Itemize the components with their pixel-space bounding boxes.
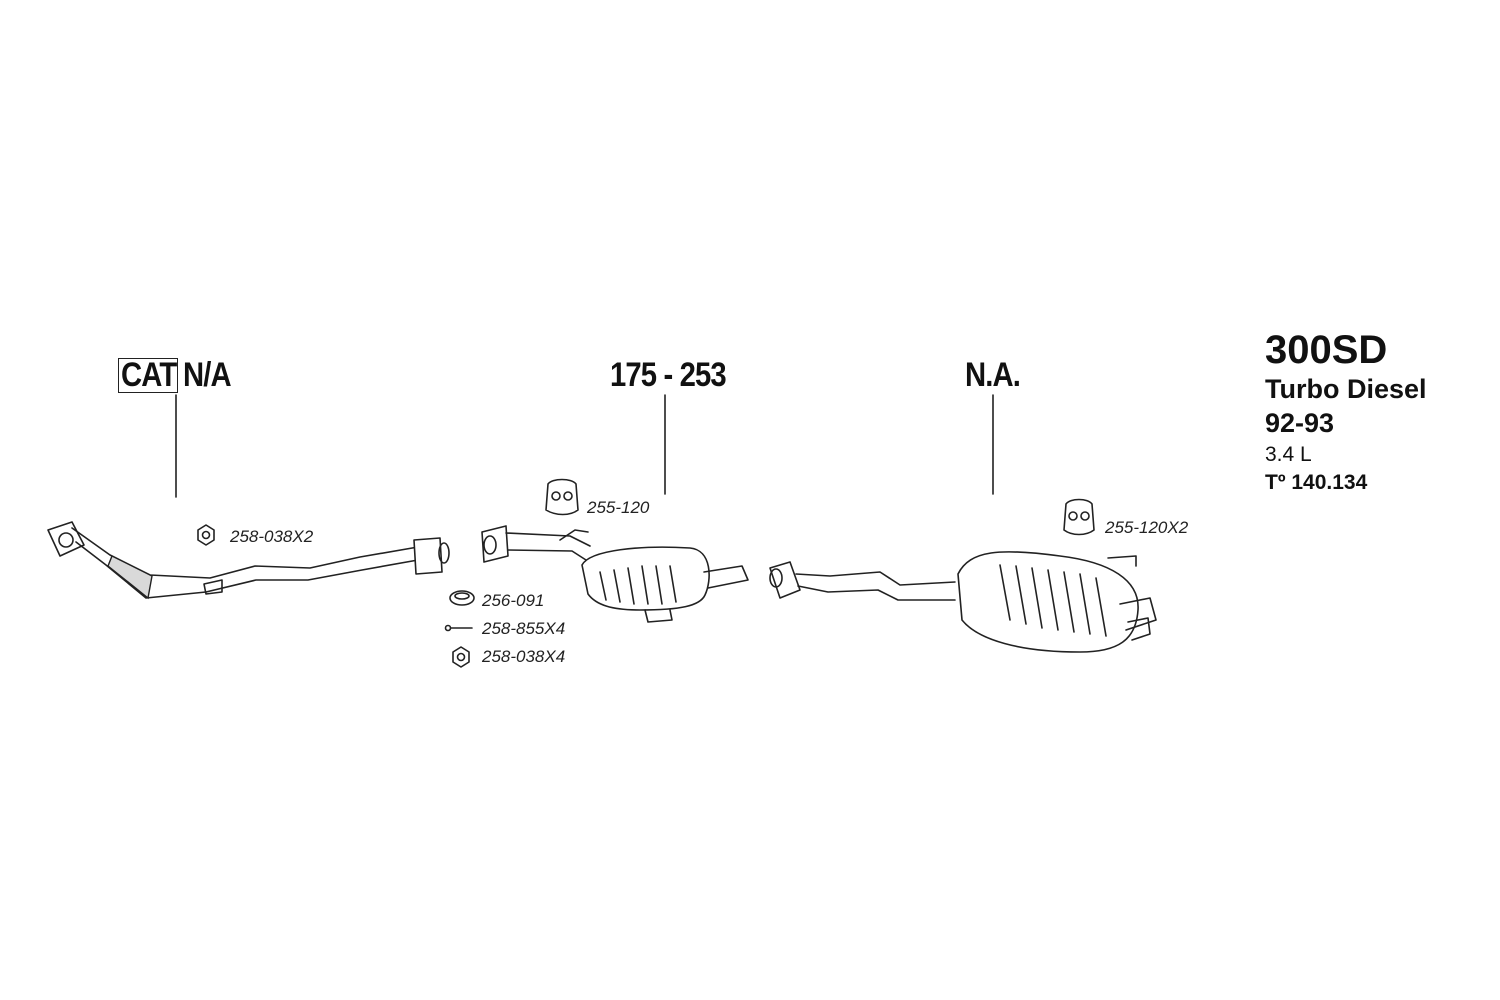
gasket-ring-icon	[449, 590, 475, 606]
cat-label: CAT	[121, 356, 177, 394]
cat-status-label: N/A	[183, 356, 232, 394]
vehicle-displacement: 3.4 L	[1265, 443, 1312, 466]
middle-muffler	[481, 525, 749, 623]
rear-muffler	[769, 551, 1157, 653]
cat-label-box	[118, 358, 178, 393]
rubber-hanger-icon	[545, 478, 579, 516]
rear-status-label: N.A.	[965, 356, 1021, 394]
part-label-hanger: 255-120	[587, 498, 650, 517]
vehicle-model: 300SD	[1265, 328, 1388, 372]
front-pipe	[47, 521, 450, 600]
vehicle-engine: Turbo Diesel	[1265, 374, 1427, 404]
part-label-bolt: 258-855X4	[482, 619, 566, 638]
part-label-hanger-2: 255-120X2	[1105, 518, 1189, 537]
hex-nut-icon	[197, 524, 215, 546]
reference-row: Tº 140.134	[1265, 471, 1367, 495]
part-label-gasket: 256-091	[482, 591, 545, 610]
part-label-nut-2: 258-038X4	[482, 647, 566, 666]
reference-prefix: Tº	[1265, 471, 1286, 494]
vehicle-years: 92-93	[1265, 408, 1335, 438]
rubber-hanger-icon-2	[1063, 498, 1095, 536]
main-part-number: 175 - 253	[610, 356, 727, 394]
part-label-nut: 258-038X2	[230, 527, 314, 546]
reference-number: 140.134	[1291, 471, 1368, 494]
bolt-icon	[444, 624, 473, 632]
hex-nut-icon-2	[452, 646, 470, 668]
